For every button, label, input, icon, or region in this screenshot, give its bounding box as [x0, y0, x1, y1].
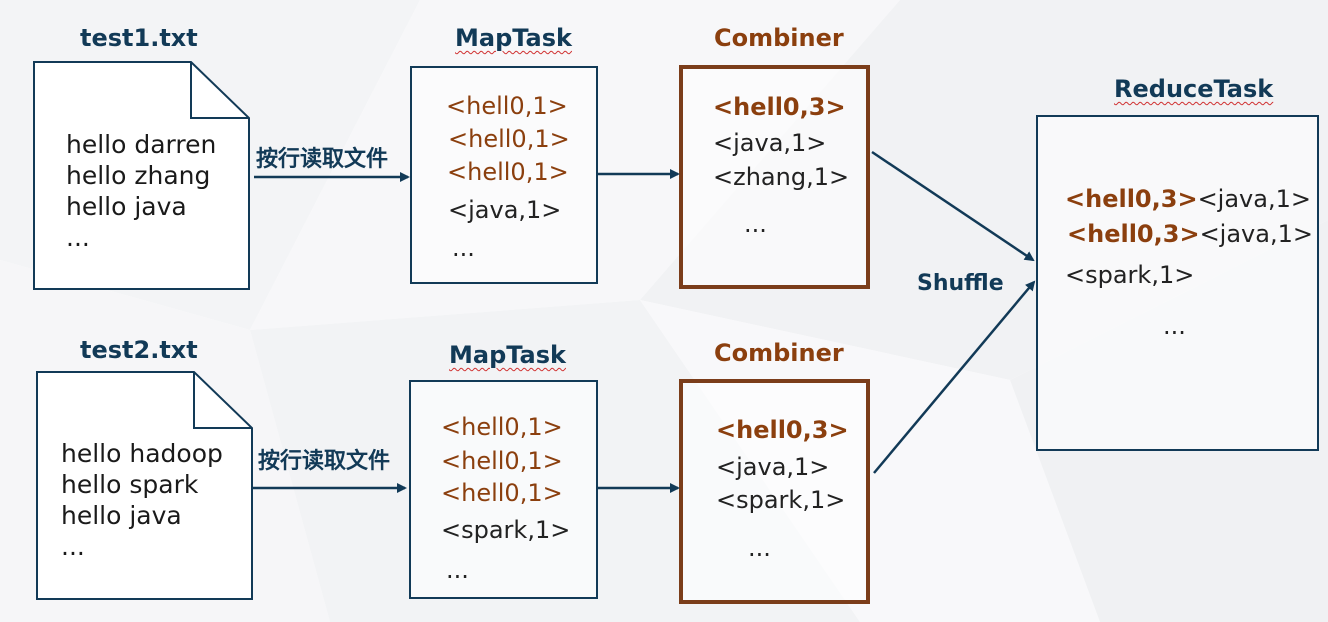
combiner2-line-2: <java,1>: [716, 453, 830, 481]
reduce-row-3: <spark,1>: [1065, 261, 1195, 289]
combiner2-box: [679, 379, 870, 604]
map1-line-4: <java,1>: [448, 196, 562, 224]
file2-line-4: ...: [61, 532, 85, 561]
combiner2-title: Combiner: [714, 339, 844, 367]
reduce-row-1-rest: <java,1>: [1197, 185, 1311, 213]
reduce-row-1-key: <hell0,3>: [1065, 185, 1198, 213]
reduce-box: [1036, 115, 1319, 451]
file1-line-1: hello darren: [66, 130, 217, 159]
map1-line-3: <hell0,1>: [447, 158, 569, 186]
map1-title: MapTask: [455, 24, 572, 52]
file1-line-3: hello java: [66, 192, 187, 221]
file2-title: test2.txt: [80, 336, 198, 364]
reduce-row-1: <hell0,3><java,1>: [1065, 187, 1311, 211]
map2-line-3: <hell0,1>: [441, 479, 563, 507]
shuffle-label: Shuffle: [917, 271, 1004, 296]
file2-line-1: hello hadoop: [61, 439, 223, 468]
combiner1-line-1: <hell0,3>: [713, 93, 846, 121]
file1-title: test1.txt: [80, 24, 198, 52]
file2-line-2: hello spark: [61, 470, 199, 499]
file1-line-4: ...: [66, 223, 90, 252]
file1-line-2: hello zhang: [66, 161, 211, 190]
file1-document: [33, 61, 250, 290]
reduce-row-4: ...: [1163, 312, 1186, 340]
combiner1-title: Combiner: [714, 24, 844, 52]
reduce-row-2-key: <hell0,3>: [1067, 220, 1200, 248]
read-label-top: 按行读取文件: [256, 147, 389, 172]
combiner1-box: [679, 65, 870, 289]
map1-line-5: ...: [452, 234, 475, 262]
combiner2-line-3: <spark,1>: [716, 486, 846, 514]
reduce-row-2-rest: <java,1>: [1199, 220, 1313, 248]
map1-line-2: <hell0,1>: [448, 125, 570, 153]
file2-line-3: hello java: [61, 501, 182, 530]
map2-title: MapTask: [449, 341, 566, 369]
read-label-bottom: 按行读取文件: [258, 449, 391, 474]
combiner2-line-1: <hell0,3>: [716, 416, 849, 444]
combiner1-line-3: <zhang,1>: [713, 163, 850, 191]
file2-document: [36, 371, 253, 600]
combiner1-line-4: ...: [744, 210, 767, 238]
map1-line-1: <hell0,1>: [446, 92, 568, 120]
combiner2-line-4: ...: [748, 534, 771, 562]
map2-line-1: <hell0,1>: [441, 413, 563, 441]
map2-line-5: ...: [446, 556, 469, 584]
map2-line-2: <hell0,1>: [441, 447, 563, 475]
combiner1-line-2: <java,1>: [713, 129, 827, 157]
reduce-title: ReduceTask: [1114, 75, 1274, 103]
map1-box: [410, 66, 598, 284]
map2-box: [409, 380, 598, 599]
reduce-row-2: <hell0,3><java,1>: [1067, 222, 1313, 246]
map2-line-4: <spark,1>: [441, 516, 571, 544]
